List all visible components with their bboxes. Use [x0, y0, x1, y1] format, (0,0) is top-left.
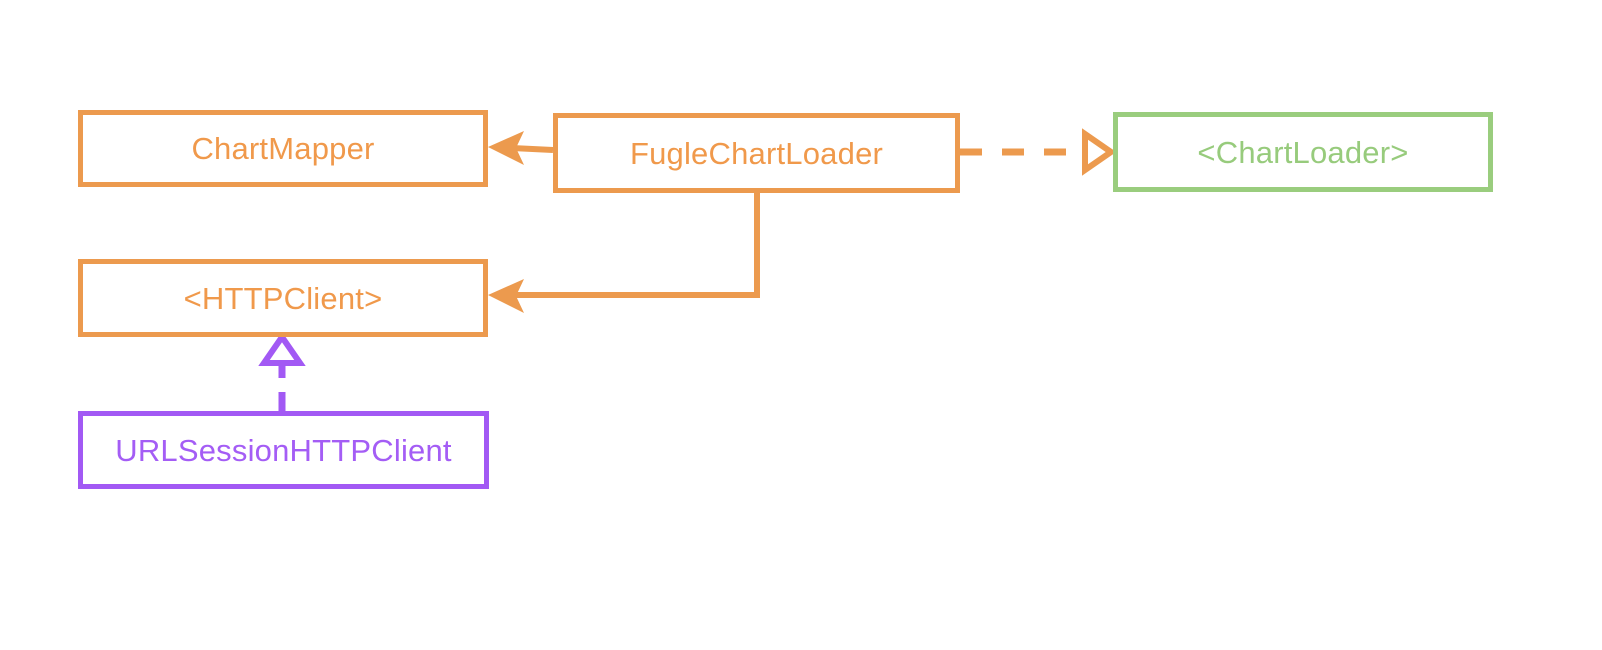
edge-fuglechartloader-to-chartloader [960, 128, 1117, 176]
node-fuglechartloader-label: FugleChartLoader [629, 135, 884, 171]
edge-line [511, 145, 554, 153]
hollow-triangle-arrowhead-icon [1082, 128, 1117, 176]
solid-arrowhead-icon [488, 131, 524, 165]
edge-elbow-line [512, 193, 760, 298]
edge-fuglechartloader-to-chartmapper [488, 131, 554, 165]
node-chartmapper[interactable]: ChartMapper [78, 110, 488, 187]
node-urlsessionhttpclient[interactable]: URLSessionHTTPClient [78, 411, 489, 489]
hollow-triangle-arrowhead-icon [258, 331, 306, 366]
node-fuglechartloader[interactable]: FugleChartLoader [553, 113, 960, 193]
node-chartmapper-label: ChartMapper [191, 131, 375, 166]
node-chartloader[interactable]: <ChartLoader> [1113, 112, 1493, 192]
node-chartloader-label: <ChartLoader> [1197, 134, 1409, 170]
node-httpclient[interactable]: <HTTPClient> [78, 259, 488, 337]
edge-urlsessionhttpclient-to-httpclient [258, 331, 306, 411]
solid-arrowhead-icon [488, 279, 524, 313]
edge-fuglechartloader-to-httpclient [488, 193, 760, 313]
node-httpclient-label: <HTTPClient> [183, 280, 383, 316]
node-urlsessionhttpclient-label: URLSessionHTTPClient [115, 432, 452, 468]
